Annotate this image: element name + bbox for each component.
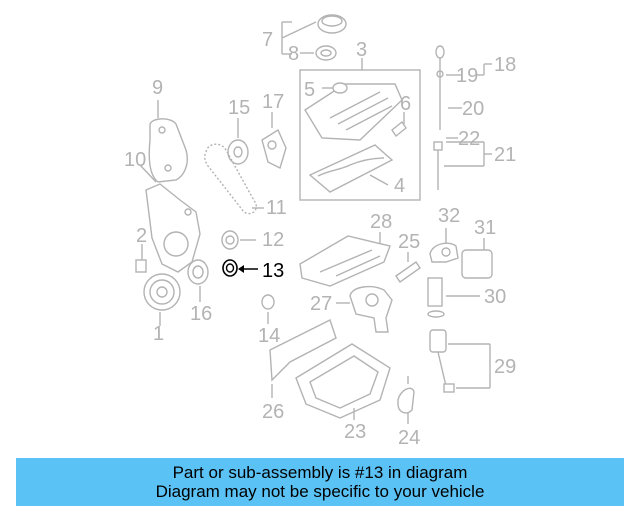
label-8: 8 — [288, 43, 299, 65]
label-12: 12 — [262, 229, 284, 251]
part-32-housing — [429, 228, 459, 263]
label-14: 14 — [258, 325, 280, 347]
part-10-timing-cover-lower — [139, 164, 201, 273]
part-29-sensor — [429, 329, 491, 393]
label-20: 20 — [462, 98, 484, 120]
part-12-idler-pulley — [221, 230, 256, 250]
label-29: 29 — [494, 356, 516, 378]
label-3: 3 — [356, 39, 367, 61]
part-11-timing-belt — [203, 143, 264, 215]
label-5: 5 — [304, 79, 315, 101]
part-26-gasket — [269, 319, 337, 398]
label-22: 22 — [458, 128, 480, 150]
label-13-highlighted: 13 — [262, 260, 284, 282]
part-25-gasket — [395, 252, 421, 283]
part-3-valve-cover-box — [299, 58, 421, 201]
label-15: 15 — [228, 97, 250, 119]
info-banner: Part or sub-assembly is #13 in diagram D… — [16, 458, 624, 506]
part-13-highlighted-seal — [222, 259, 258, 277]
part-2-bolt — [135, 244, 147, 273]
label-10: 10 — [124, 149, 146, 171]
label-26: 26 — [262, 401, 284, 423]
label-27: 27 — [310, 293, 332, 315]
part-7-oil-cap — [281, 14, 347, 39]
label-25: 25 — [398, 231, 420, 253]
label-19: 19 — [456, 65, 478, 87]
part-24-oil-pickup — [397, 376, 415, 424]
label-11: 11 — [266, 197, 287, 219]
label-6: 6 — [400, 93, 411, 115]
part-31-oil-cooler — [461, 238, 493, 279]
part-23-oil-pan — [295, 343, 391, 420]
part-16-crank-sprocket — [187, 259, 209, 302]
label-31: 31 — [474, 217, 496, 239]
label-4: 4 — [394, 175, 405, 197]
banner-line-1: Part or sub-assembly is #13 in diagram — [172, 463, 468, 482]
part-8-cap-seal — [300, 45, 337, 61]
part-28-baffle — [299, 232, 391, 287]
label-16: 16 — [190, 303, 212, 325]
parts-18-22-dipstick — [433, 45, 492, 190]
banner-line-2: Diagram may not be specific to your vehi… — [155, 482, 485, 501]
part-17-tensioner — [261, 112, 287, 169]
label-1: 1 — [153, 323, 164, 345]
label-32: 32 — [438, 205, 460, 227]
label-30: 30 — [484, 286, 506, 308]
part-15-pulley — [227, 118, 249, 165]
parts-diagram: 1 2 3 4 5 6 7 8 9 10 11 12 13 14 15 16 1… — [124, 14, 516, 449]
part-27-oil-pump — [336, 285, 393, 333]
label-18: 18 — [494, 54, 516, 76]
label-28: 28 — [370, 211, 392, 233]
part-9-timing-cover-upper — [148, 100, 188, 183]
label-24: 24 — [398, 427, 420, 449]
label-23: 23 — [344, 421, 366, 443]
label-9: 9 — [152, 77, 163, 99]
label-2: 2 — [136, 225, 147, 247]
label-7: 7 — [262, 29, 273, 51]
label-21: 21 — [494, 144, 516, 166]
label-17: 17 — [262, 91, 284, 113]
part-1-crankshaft-pulley — [143, 273, 181, 326]
part-30-oil-filter — [427, 277, 480, 318]
part-14-seal — [261, 294, 275, 324]
